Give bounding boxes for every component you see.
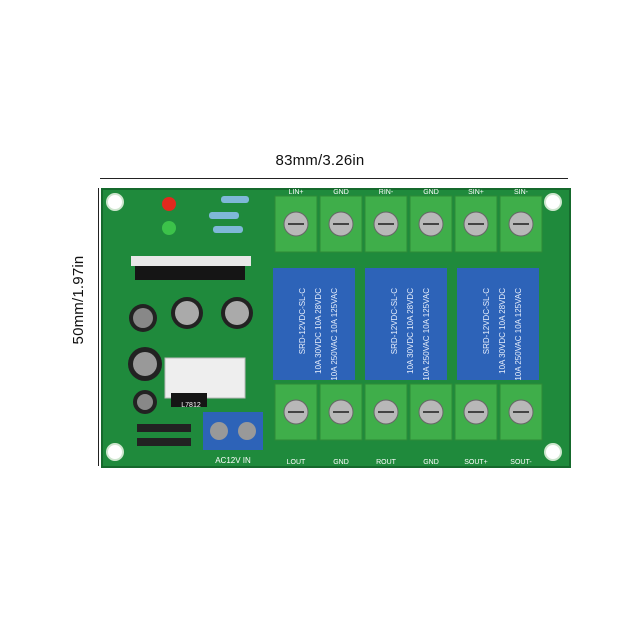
terminal-label: GND [423, 189, 439, 196]
red-led [162, 197, 176, 211]
mounting-hole-tl [106, 193, 124, 211]
regulator-label: L7812 [181, 402, 201, 409]
resistors-top [209, 196, 249, 233]
relay-text-2: 10A 30VDC 10A 28VDC [314, 288, 323, 374]
terminal-label: SIN+ [468, 189, 484, 196]
height-dimension-line [98, 188, 99, 466]
terminal-label: RIN- [379, 189, 394, 196]
terminal-label: GND [333, 459, 349, 466]
terminal-sout-5[interactable]: SOUT- [499, 383, 543, 466]
relay-text-1: 10A 250VAC 10A 125VAC [422, 288, 431, 381]
green-led [162, 221, 176, 235]
relay-text-2: 10A 30VDC 10A 28VDC [406, 288, 415, 374]
relay-text-3: SRD-12VDC-SL-C [298, 288, 307, 354]
terminal-lin-0[interactable]: LIN+ [274, 189, 318, 253]
terminal-label: LOUT [287, 459, 306, 466]
terminal-gnd-3[interactable]: GND [409, 383, 453, 466]
input-terminal-block: LIN+ GND RIN- GND SIN+ SIN- [274, 189, 543, 253]
diode-1 [137, 424, 191, 432]
terminal-label: SIN- [514, 189, 529, 196]
relay-text-3: SRD-12VDC-SL-C [482, 288, 491, 354]
terminal-lout-0[interactable]: LOUT [274, 383, 318, 466]
terminal-sin-4[interactable]: SIN+ [454, 189, 498, 253]
terminal-gnd-3[interactable]: GND [409, 189, 453, 253]
diode-2 [137, 438, 191, 446]
relay-text-2: 10A 30VDC 10A 28VDC [498, 288, 507, 374]
ic-socket [131, 256, 251, 266]
terminal-rin-2[interactable]: RIN- [364, 189, 408, 253]
width-dimension-label: 83mm/3.26in [275, 152, 365, 169]
relay-2: 10A 250VAC 10A 125VAC 10A 30VDC 10A 28VDC… [365, 268, 447, 381]
capacitors [128, 297, 253, 414]
height-dimension-label: 50mm/1.97in [70, 255, 87, 345]
terminal-sout-4[interactable]: SOUT+ [454, 383, 498, 466]
terminal-rout-2[interactable]: ROUT [364, 383, 408, 466]
relay-board: AC12V IN L7812 10A 250VAC 10A 125VAC10A … [101, 188, 571, 468]
mounting-hole-br [544, 443, 562, 461]
relays: 10A 250VAC 10A 125VAC 10A 30VDC 10A 28VDC… [273, 268, 539, 381]
terminal-label: SOUT- [510, 459, 532, 466]
terminal-sin-5[interactable]: SIN- [499, 189, 543, 253]
regulator [171, 393, 207, 407]
mounting-hole-tr [544, 193, 562, 211]
terminal-label: GND [333, 189, 349, 196]
terminal-label: LIN+ [289, 189, 304, 196]
width-dimension-line [100, 178, 568, 179]
terminal-label: ROUT [376, 459, 397, 466]
output-terminal-block: LOUT GND ROUT GND SOUT+ SOUT- [274, 383, 543, 466]
terminal-label: GND [423, 459, 439, 466]
terminal-label: SOUT+ [464, 459, 488, 466]
relay-3: 10A 250VAC 10A 125VAC 10A 30VDC 10A 28VDC… [457, 268, 539, 381]
relay-text-3: SRD-12VDC-SL-C [390, 288, 399, 354]
terminal-gnd-1[interactable]: GND [319, 189, 363, 253]
heatsink [164, 357, 246, 399]
terminal-gnd-1[interactable]: GND [319, 383, 363, 466]
relay-1: 10A 250VAC 10A 125VAC 10A 30VDC 10A 28VDC… [273, 268, 355, 381]
ic-chip [135, 266, 245, 280]
relay-text-1: 10A 250VAC 10A 125VAC [330, 288, 339, 381]
mounting-hole-bl [106, 443, 124, 461]
power-label: AC12V IN [215, 456, 251, 465]
relay-text-1: 10A 250VAC 10A 125VAC [514, 288, 523, 381]
